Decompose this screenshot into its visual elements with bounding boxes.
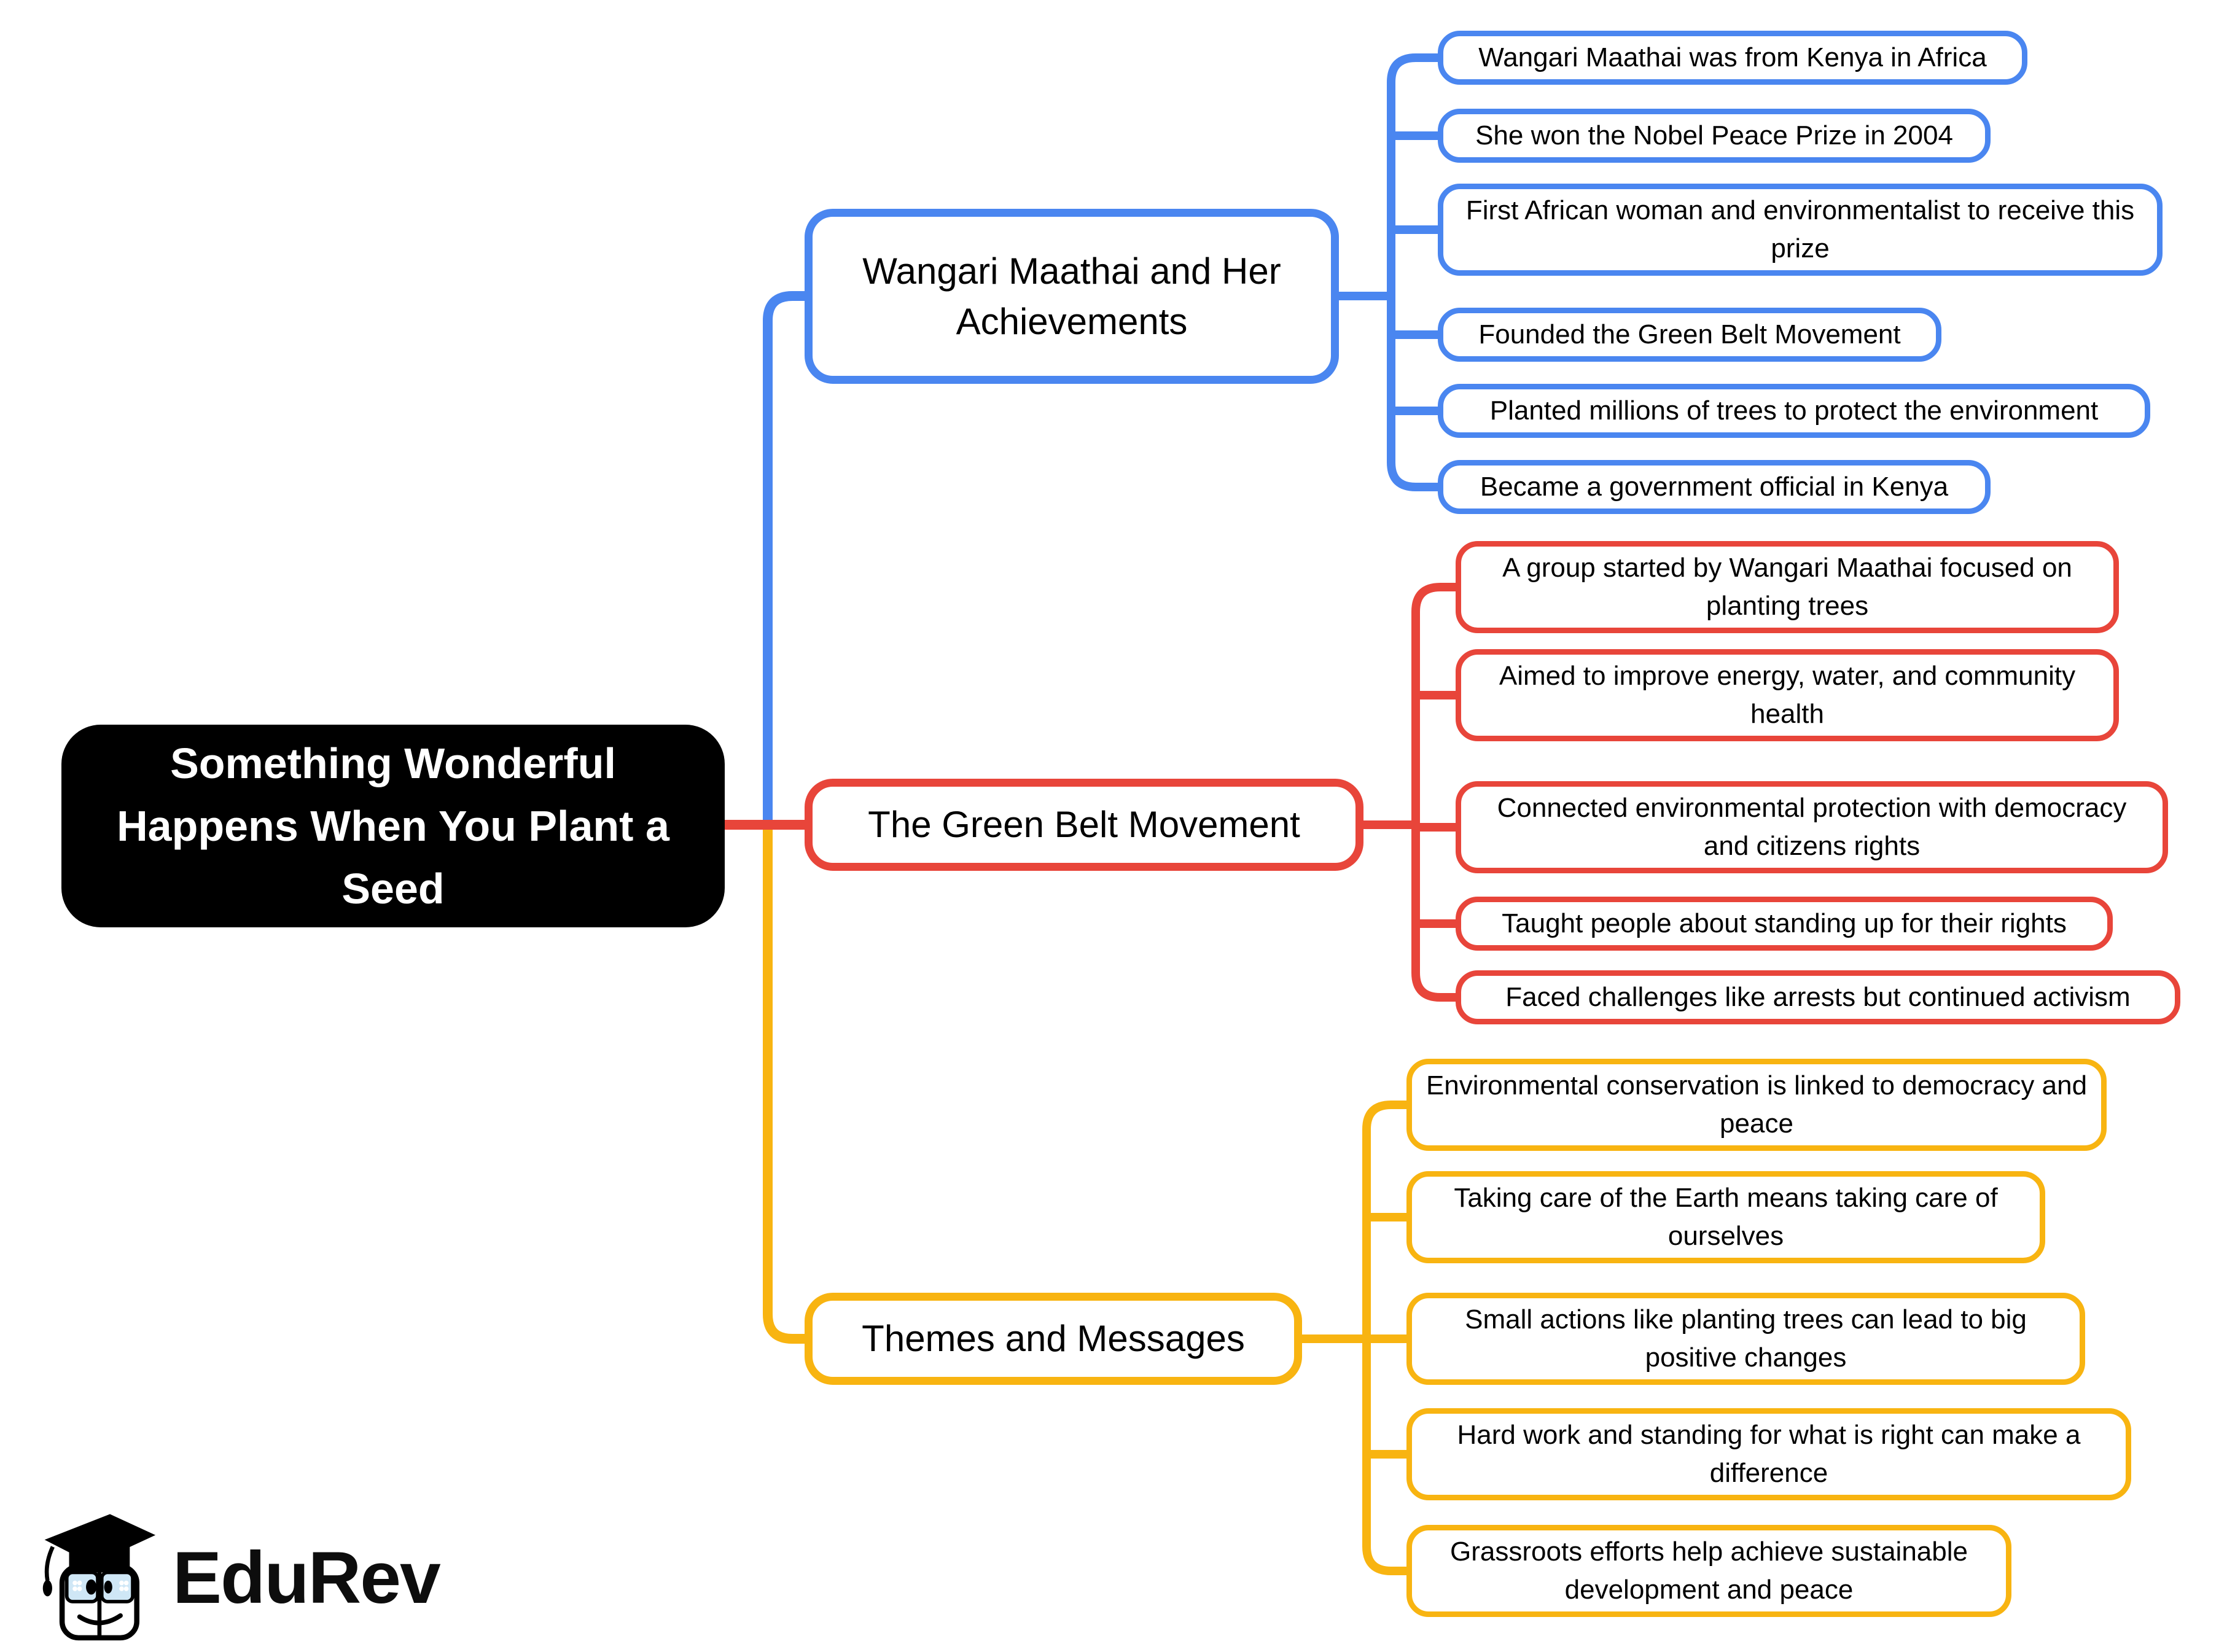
leaf-node: Planted millions of trees to protect the… <box>1438 384 2150 438</box>
edurev-logo: EduRev <box>40 1508 441 1648</box>
leaf-node: Aimed to improve energy, water, and comm… <box>1456 649 2119 741</box>
leaf-node: Taking care of the Earth means taking ca… <box>1406 1171 2045 1263</box>
leaf-node: Became a government official in Kenya <box>1438 460 1991 514</box>
root-node: Something Wonderful Happens When You Pla… <box>61 725 725 927</box>
leaf-node: Grassroots efforts help achieve sustaina… <box>1406 1525 2011 1617</box>
leaf-node: Wangari Maathai was from Kenya in Africa <box>1438 31 2027 85</box>
connector-root-themes <box>763 825 805 1344</box>
connector-greenbelt-trunk <box>1411 583 1456 1002</box>
edurev-wordmark: EduRev <box>173 1537 441 1619</box>
leaf-node: Connected environmental protection with … <box>1456 781 2168 873</box>
leaf-node: Faced challenges like arrests but contin… <box>1456 970 2180 1024</box>
branch-node-themes: Themes and Messages <box>805 1293 1302 1385</box>
leaf-node: A group started by Wangari Maathai focus… <box>1456 541 2119 633</box>
leaf-node: Taught people about standing up for thei… <box>1456 897 2113 951</box>
connector-root-achievements <box>763 291 805 825</box>
branch-node-achievements: Wangari Maathai and Her Achievements <box>805 209 1339 384</box>
connector-achievements-trunk <box>1387 53 1438 491</box>
graduation-cap-mascot-icon <box>42 1514 156 1641</box>
leaf-node: She won the Nobel Peace Prize in 2004 <box>1438 109 1991 163</box>
leaf-node: Founded the Green Belt Movement <box>1438 308 1941 362</box>
leaf-node: Environmental conservation is linked to … <box>1406 1059 2107 1151</box>
branch-node-greenbelt: The Green Belt Movement <box>805 779 1363 871</box>
leaf-node: Small actions like planting trees can le… <box>1406 1293 2085 1385</box>
leaf-node: Hard work and standing for what is right… <box>1406 1408 2131 1500</box>
leaf-node: First African woman and environmentalist… <box>1438 184 2163 276</box>
